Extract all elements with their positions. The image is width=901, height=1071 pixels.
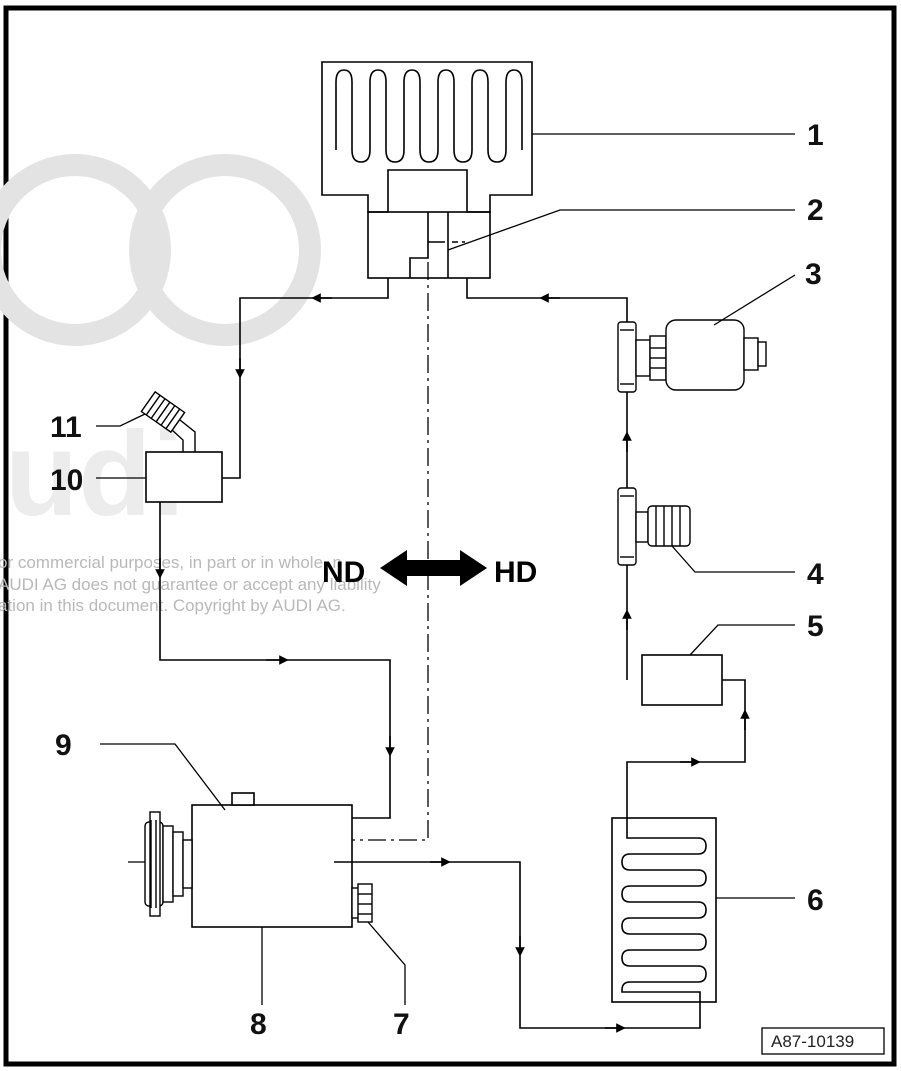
watermark-line-3: ation in this document. Copyright by AUD… [0, 596, 346, 615]
receiver-dryer [641, 654, 723, 706]
compressor-pulley [144, 811, 193, 917]
callout-7: 7 [393, 1008, 410, 1041]
pressure-side-double-arrow [380, 550, 487, 586]
condenser [611, 817, 717, 1003]
outer-frame [3, 5, 897, 1067]
compressor [191, 792, 353, 928]
audi-rings-watermark [0, 154, 321, 346]
callout-11: 11 [50, 411, 82, 444]
evaporator [321, 61, 533, 213]
watermark-line-1: or commercial purposes, in part or in wh… [0, 553, 342, 572]
pressure-switch-3 [617, 319, 767, 393]
callout-1: 1 [807, 119, 824, 152]
callout-2: 2 [807, 194, 824, 227]
callout-8: 8 [250, 1008, 267, 1041]
callout-10: 10 [50, 464, 83, 497]
connector-11 [140, 390, 196, 452]
callout-6: 6 [807, 884, 824, 917]
reference-number: A87-10139 [771, 1032, 854, 1051]
callout-5: 5 [807, 610, 824, 643]
expansion-valve [367, 211, 491, 279]
high-pressure-label: HD [494, 556, 537, 589]
callout-4: 4 [807, 558, 824, 591]
callout-9: 9 [55, 729, 72, 762]
component-10 [145, 451, 223, 503]
low-pressure-label: ND [322, 556, 365, 589]
watermark-line-2: AUDI AG does not guarantee or accept any… [0, 575, 381, 594]
low-pressure-line [159, 278, 391, 819]
leader-lines [96, 133, 796, 1005]
pressure-sensor-4 [617, 487, 691, 566]
service-valve-7 [351, 883, 373, 923]
reference-number-box [761, 1027, 885, 1055]
callout-3: 3 [805, 258, 822, 291]
